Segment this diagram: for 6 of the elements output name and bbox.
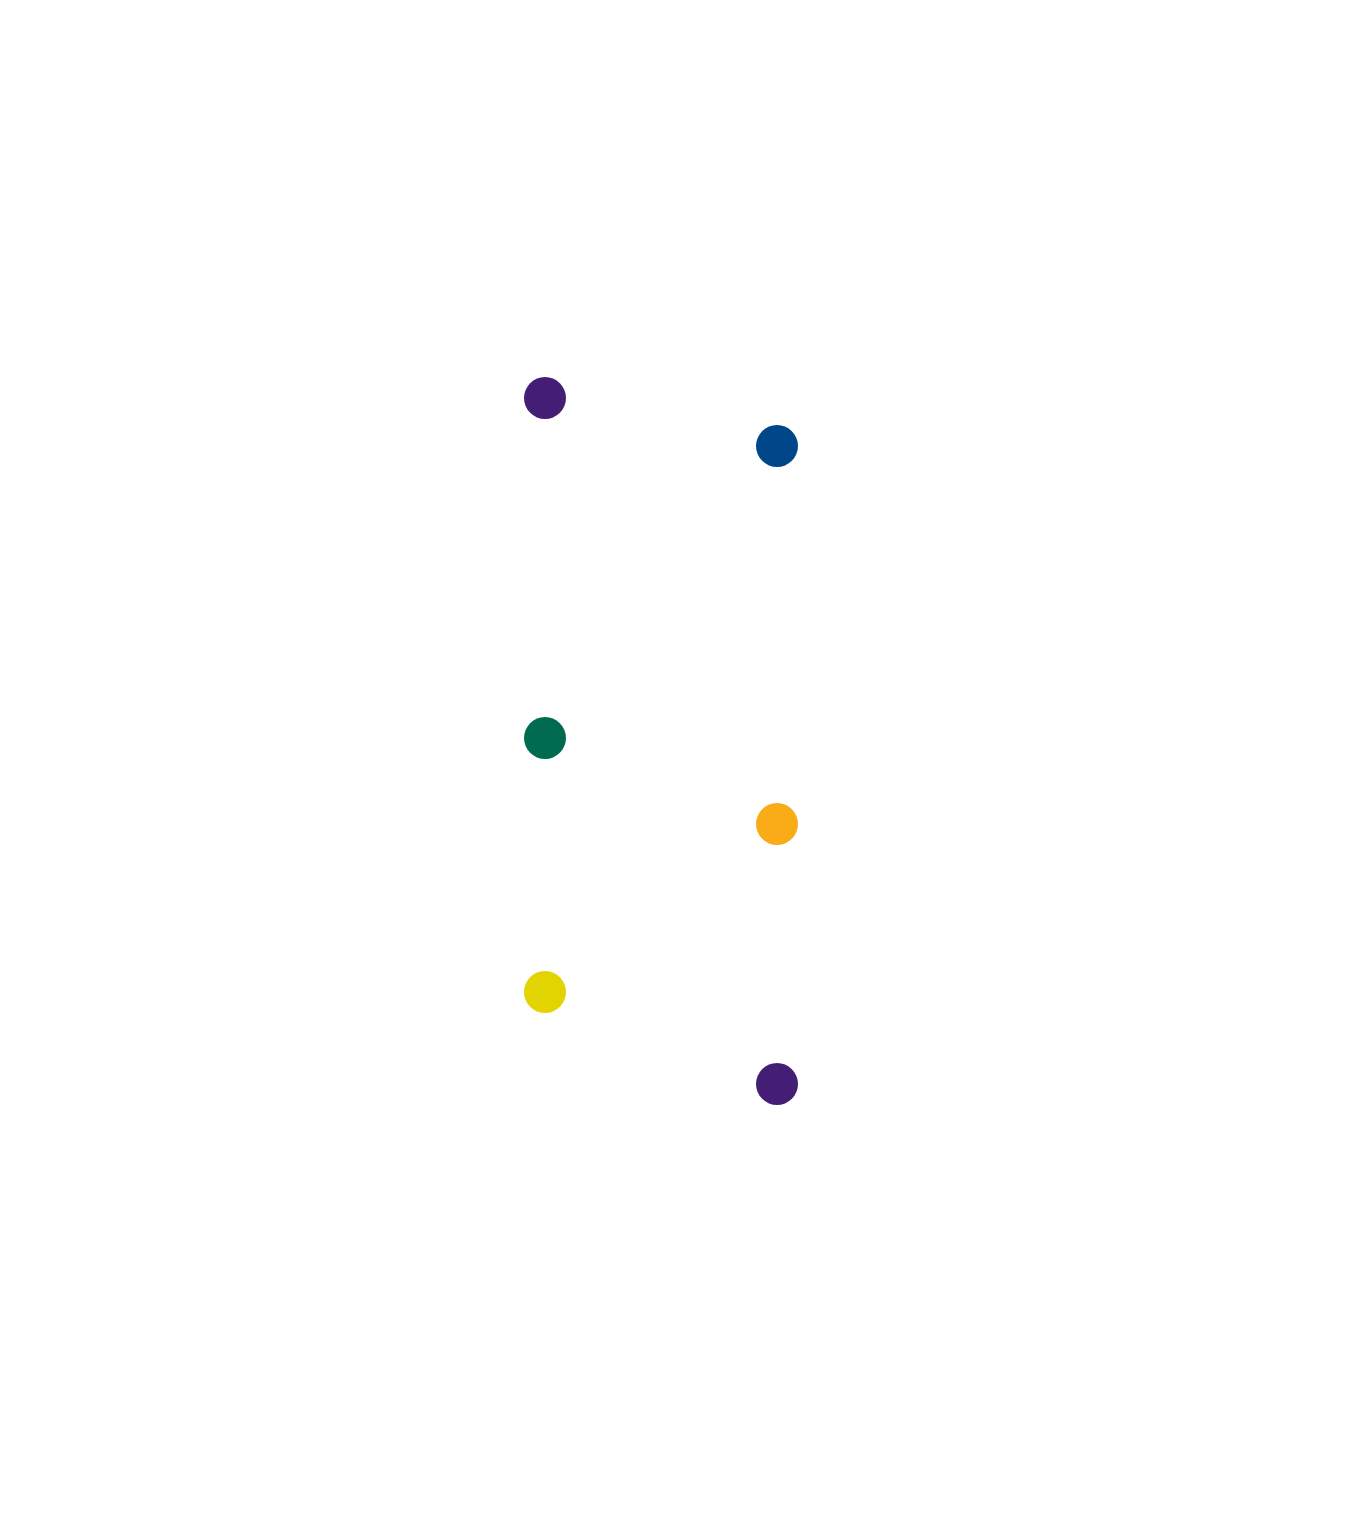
dot <box>524 377 566 419</box>
dot <box>756 425 798 467</box>
dot <box>756 803 798 845</box>
dot <box>524 971 566 1013</box>
dot <box>756 1063 798 1105</box>
dot <box>524 717 566 759</box>
